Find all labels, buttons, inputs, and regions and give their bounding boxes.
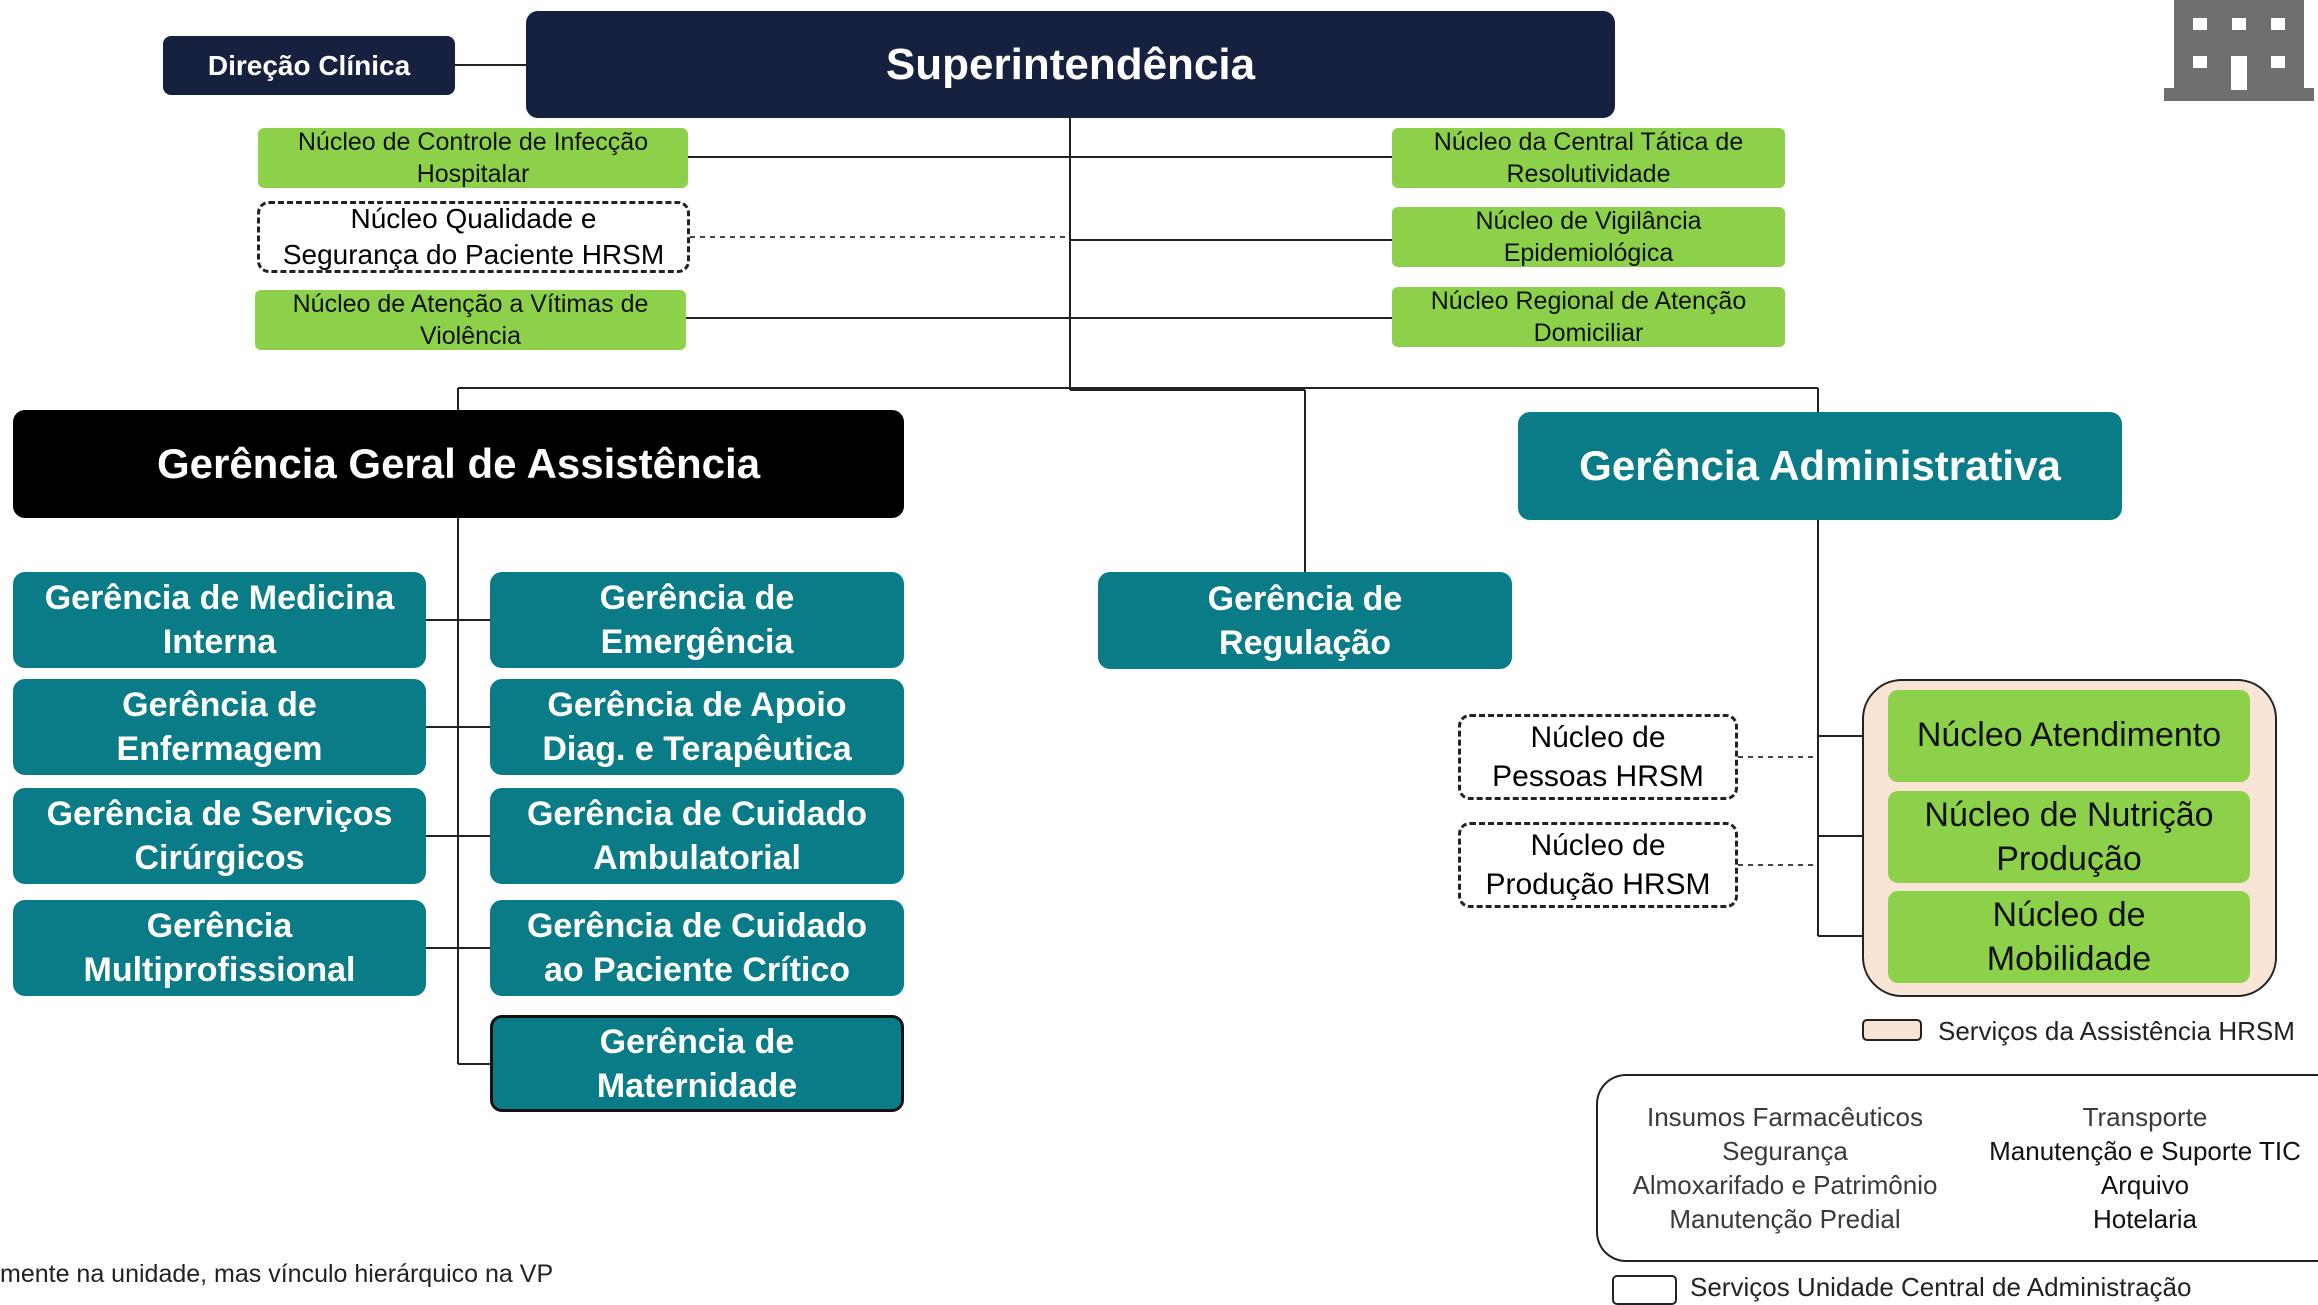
nucleo-controle-infeccao: Núcleo de Controle de Infecção Hospitala… <box>258 128 688 188</box>
nucleo-central-tatica-label: Núcleo da Central Tática de Resolutivida… <box>1433 128 1744 188</box>
central-service-item: Segurança <box>1722 1136 1848 1166</box>
central-service-item: Manutenção e Suporte TIC <box>1989 1136 2301 1166</box>
legend-swatch-central <box>1612 1275 1677 1305</box>
superintendencia-box: Superintendência <box>526 11 1615 118</box>
nucleo-pessoas-hrsm: Núcleo de Pessoas HRSM <box>1458 714 1738 800</box>
gerencia-medicina-interna-label: Gerência de Medicina Interna <box>44 579 395 661</box>
nucleo-vigilancia-epidemiologica: Núcleo de Vigilância Epidemiológica <box>1392 207 1785 267</box>
gerencia-administrativa-label: Gerência Administrativa <box>1579 442 2061 489</box>
nucleo-atendimento: Núcleo Atendimento <box>1888 690 2250 782</box>
gerencia-cuidado-paciente-critico-label: Gerência de Cuidado ao Paciente Crítico <box>526 907 868 989</box>
gerencia-regulacao-label: Gerência de Regulação <box>1207 579 1403 662</box>
nucleo-vigilancia-epidemiologica-label: Núcleo de Vigilância Epidemiológica <box>1475 207 1702 267</box>
gerencia-enfermagem-label: Gerência de Enfermagem <box>116 686 323 768</box>
nucleo-controle-infeccao-label: Núcleo de Controle de Infecção Hospitala… <box>297 128 649 188</box>
nucleo-mobilidade: Núcleo de Mobilidade <box>1888 891 2250 983</box>
gerencia-emergencia: Gerência de Emergência <box>490 572 904 668</box>
gerencia-emergencia-label: Gerência de Emergência <box>599 579 795 661</box>
central-service-item: Arquivo <box>2100 1170 2190 1200</box>
nucleo-qualidade-seguranca-label: Núcleo Qualidade e Segurança do Paciente… <box>282 202 665 270</box>
nucleo-atendimento-label: Núcleo Atendimento <box>1916 716 2222 755</box>
nucleo-atencao-vitimas: Núcleo de Atenção a Vítimas de Violência <box>255 290 686 350</box>
gerencia-cuidado-ambulatorial: Gerência de Cuidado Ambulatorial <box>490 788 904 884</box>
footnote: mente na unidade, mas vínculo hierárquic… <box>0 1260 554 1288</box>
gerencia-geral-assistencia-label: Gerência Geral de Assistência <box>156 440 761 487</box>
nucleo-central-tatica: Núcleo da Central Tática de Resolutivida… <box>1392 128 1785 188</box>
central-service-item: Manutenção Predial <box>1669 1204 1901 1234</box>
gerencia-multiprofissional: Gerência Multiprofissional <box>13 900 426 996</box>
central-service-item: Transporte <box>2082 1102 2208 1132</box>
legend-swatch-assistencia <box>1862 1019 1922 1041</box>
central-services-left-list: Insumos Farmacêuticos Segurança Almoxari… <box>1610 1100 1960 1236</box>
central-service-item: Insumos Farmacêuticos <box>1647 1102 1923 1132</box>
gerencia-servicos-cirurgicos-label: Gerência de Serviços Cirúrgicos <box>46 795 393 877</box>
nucleo-producao-hrsm-label: Núcleo de Produção HRSM <box>1485 829 1711 901</box>
nucleo-producao-hrsm: Núcleo de Produção HRSM <box>1458 822 1738 908</box>
nucleo-qualidade-seguranca: Núcleo Qualidade e Segurança do Paciente… <box>257 201 690 273</box>
nucleo-atencao-domiciliar-label: Núcleo Regional de Atenção Domiciliar <box>1430 287 1747 347</box>
building-icon <box>2160 0 2318 103</box>
central-service-item: Hotelaria <box>2092 1204 2198 1234</box>
nucleo-nutricao-producao: Núcleo de Nutrição Produção <box>1888 791 2250 883</box>
nucleo-nutricao-producao-label: Núcleo de Nutrição Produção <box>1924 796 2214 878</box>
gerencia-geral-assistencia: Gerência Geral de Assistência <box>13 410 904 518</box>
central-services-right-list: Transporte Manutenção e Suporte TIC Arqu… <box>1975 1100 2315 1236</box>
legend-central-label: Serviços Unidade Central de Administraçã… <box>1690 1272 2192 1302</box>
gerencia-cuidado-ambulatorial-label: Gerência de Cuidado Ambulatorial <box>526 795 868 877</box>
gerencia-medicina-interna: Gerência de Medicina Interna <box>13 572 426 668</box>
legend-assistencia-label: Serviços da Assistência HRSM <box>1938 1016 2295 1046</box>
servicos-central-card <box>1596 1074 2318 1262</box>
central-service-item: Almoxarifado e Patrimônio <box>1632 1170 1938 1200</box>
gerencia-cuidado-paciente-critico: Gerência de Cuidado ao Paciente Crítico <box>490 900 904 996</box>
gerencia-administrativa: Gerência Administrativa <box>1518 412 2122 520</box>
gerencia-multiprofissional-label: Gerência Multiprofissional <box>83 907 356 989</box>
gerencia-servicos-cirurgicos: Gerência de Serviços Cirúrgicos <box>13 788 426 884</box>
gerencia-apoio-diagnostico: Gerência de Apoio Diag. e Terapêutica <box>490 679 904 775</box>
nucleo-atencao-vitimas-label: Núcleo de Atenção a Vítimas de Violência <box>292 290 649 350</box>
gerencia-enfermagem: Gerência de Enfermagem <box>13 679 426 775</box>
gerencia-maternidade: Gerência de Maternidade <box>490 1015 904 1112</box>
gerencia-apoio-diagnostico-label: Gerência de Apoio Diag. e Terapêutica <box>542 686 852 768</box>
nucleo-atencao-domiciliar: Núcleo Regional de Atenção Domiciliar <box>1392 287 1785 347</box>
gerencia-maternidade-label: Gerência de Maternidade <box>596 1022 798 1105</box>
nucleo-mobilidade-label: Núcleo de Mobilidade <box>1986 896 2152 978</box>
direcao-clinica-label: Direção Clínica <box>207 49 411 81</box>
nucleo-pessoas-hrsm-label: Núcleo de Pessoas HRSM <box>1492 721 1704 793</box>
gerencia-regulacao: Gerência de Regulação <box>1098 572 1512 669</box>
direcao-clinica-box: Direção Clínica <box>163 36 455 95</box>
superintendencia-label: Superintendência <box>885 39 1256 89</box>
